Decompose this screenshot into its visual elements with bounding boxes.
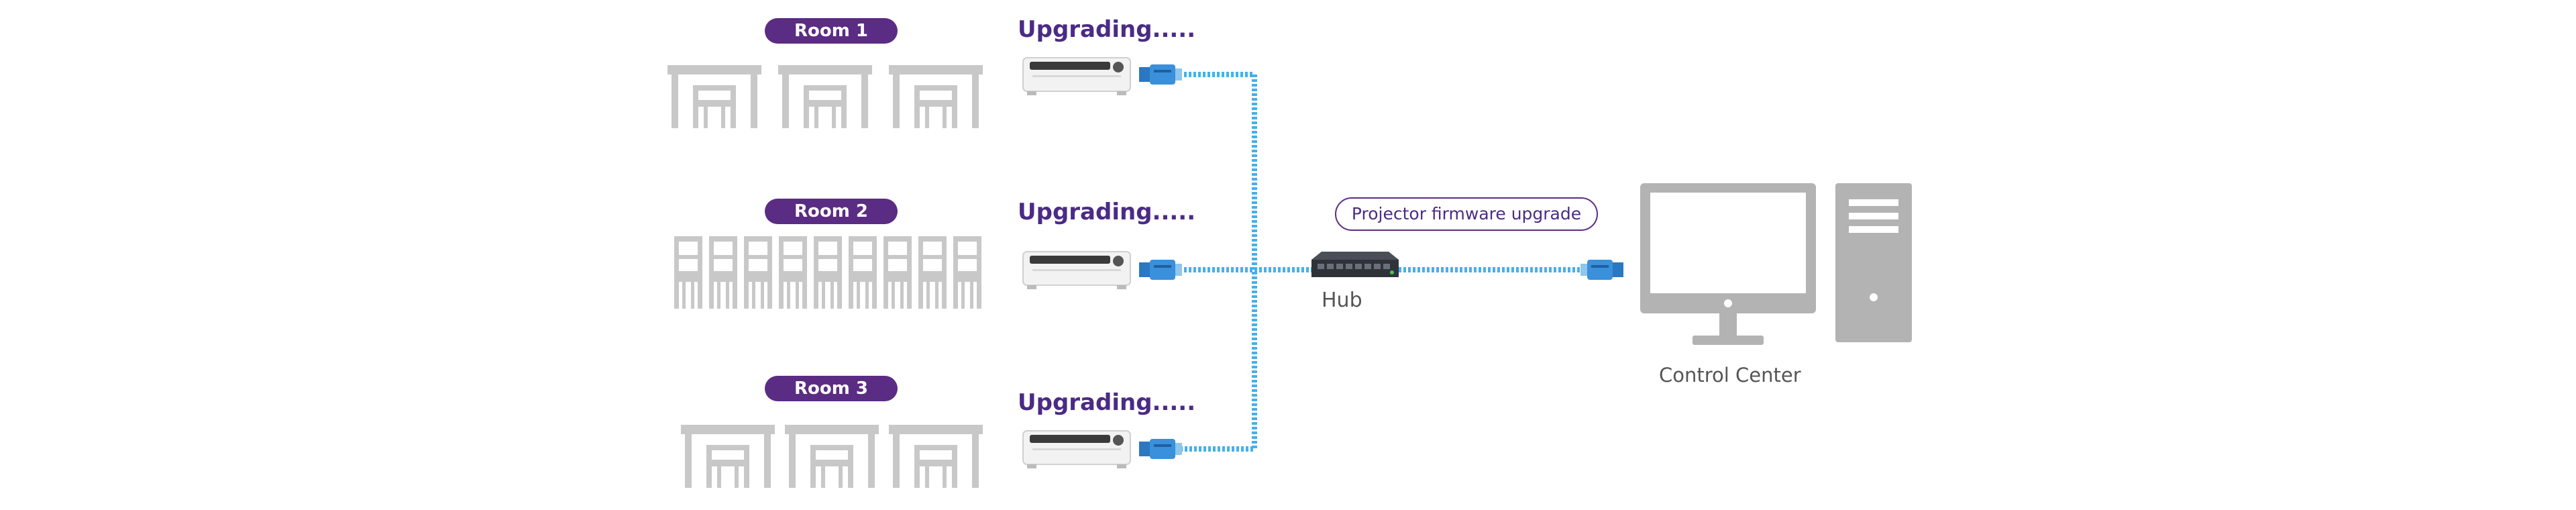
cable-connector-icon [1139,260,1182,280]
room-3-furniture [681,425,983,488]
room-1-furniture [667,65,983,128]
firmware-upgrade-callout: Projector firmware upgrade [1335,197,1598,231]
room-2-furniture [674,236,981,309]
room-2-label: Room 2 [765,199,898,224]
hub-label: Hub [1322,289,1362,312]
cable-connector-icon [1139,64,1182,85]
room-1-label: Room 1 [765,18,898,44]
projector-icon [1022,251,1131,290]
room-1-status: Upgrading..... [1018,16,1196,43]
projector-icon [1022,430,1131,469]
cable-connector-icon [1580,260,1623,280]
room-2-status: Upgrading..... [1018,199,1196,225]
cable-connector-icon [1139,439,1182,459]
computer-tower-icon [1835,183,1912,342]
hub-icon [1311,252,1399,277]
network-cables [1179,72,1583,452]
control-center-label: Control Center [1659,364,1801,387]
room-3-status: Upgrading..... [1018,389,1196,416]
projector-icon [1022,57,1131,96]
room-3-label: Room 3 [765,376,898,401]
monitor-icon [1640,183,1816,345]
